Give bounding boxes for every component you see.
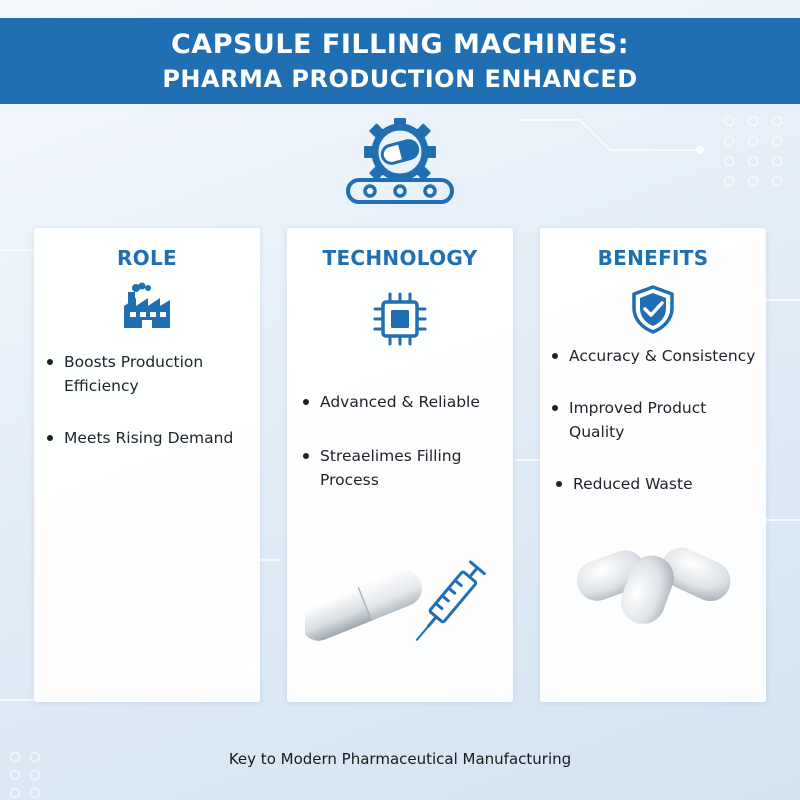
technology-list: Advanced & Reliable Streaelimes Filling … [303, 390, 493, 492]
benefits-item-3: Reduced Waste [556, 472, 766, 496]
page-title-line-2: PHARMA PRODUCTION ENHANCED [162, 65, 638, 93]
role-card: ROLE Boosts Production Efficiency Meets … [34, 228, 260, 702]
role-list: Boosts Production Efficiency Meets Risin… [47, 350, 257, 450]
role-item-1: Boosts Production Efficiency [47, 350, 257, 398]
header-banner: CAPSULE FILLING MACHINES: PHARMA PRODUCT… [0, 18, 800, 104]
pills-illustration [576, 547, 731, 624]
decorative-dot-grid-top-right [724, 116, 794, 188]
microchip-icon [373, 292, 427, 346]
capsule-gear-conveyor-icon [346, 118, 454, 204]
page-title-line-1: CAPSULE FILLING MACHINES: [170, 29, 630, 60]
footer-tagline: Key to Modern Pharmaceutical Manufacturi… [228, 750, 572, 768]
benefits-item-2: Improved Product Quality [552, 396, 766, 444]
benefits-list: Accuracy & Consistency Improved Product … [552, 344, 766, 496]
technology-card: TECHNOLOGY Advanced & Reliable Streaelim… [287, 228, 513, 702]
role-item-2: Meets Rising Demand [47, 426, 257, 450]
benefits-card-title: BENEFITS [597, 246, 709, 270]
technology-card-title: TECHNOLOGY [322, 246, 478, 270]
technology-item-1: Advanced & Reliable [303, 390, 493, 414]
benefits-card: BENEFITS Accuracy & Consistency Improved… [540, 228, 766, 702]
technology-item-2: Streaelimes Filling Process [303, 444, 493, 492]
shield-check-icon [632, 285, 674, 334]
benefits-item-1: Accuracy & Consistency [552, 344, 766, 368]
capsule-syringe-illustration [305, 560, 486, 641]
role-card-title: ROLE [116, 246, 177, 270]
factory-icon [124, 282, 170, 328]
decorative-dot-grid-bottom-left [10, 752, 50, 798]
